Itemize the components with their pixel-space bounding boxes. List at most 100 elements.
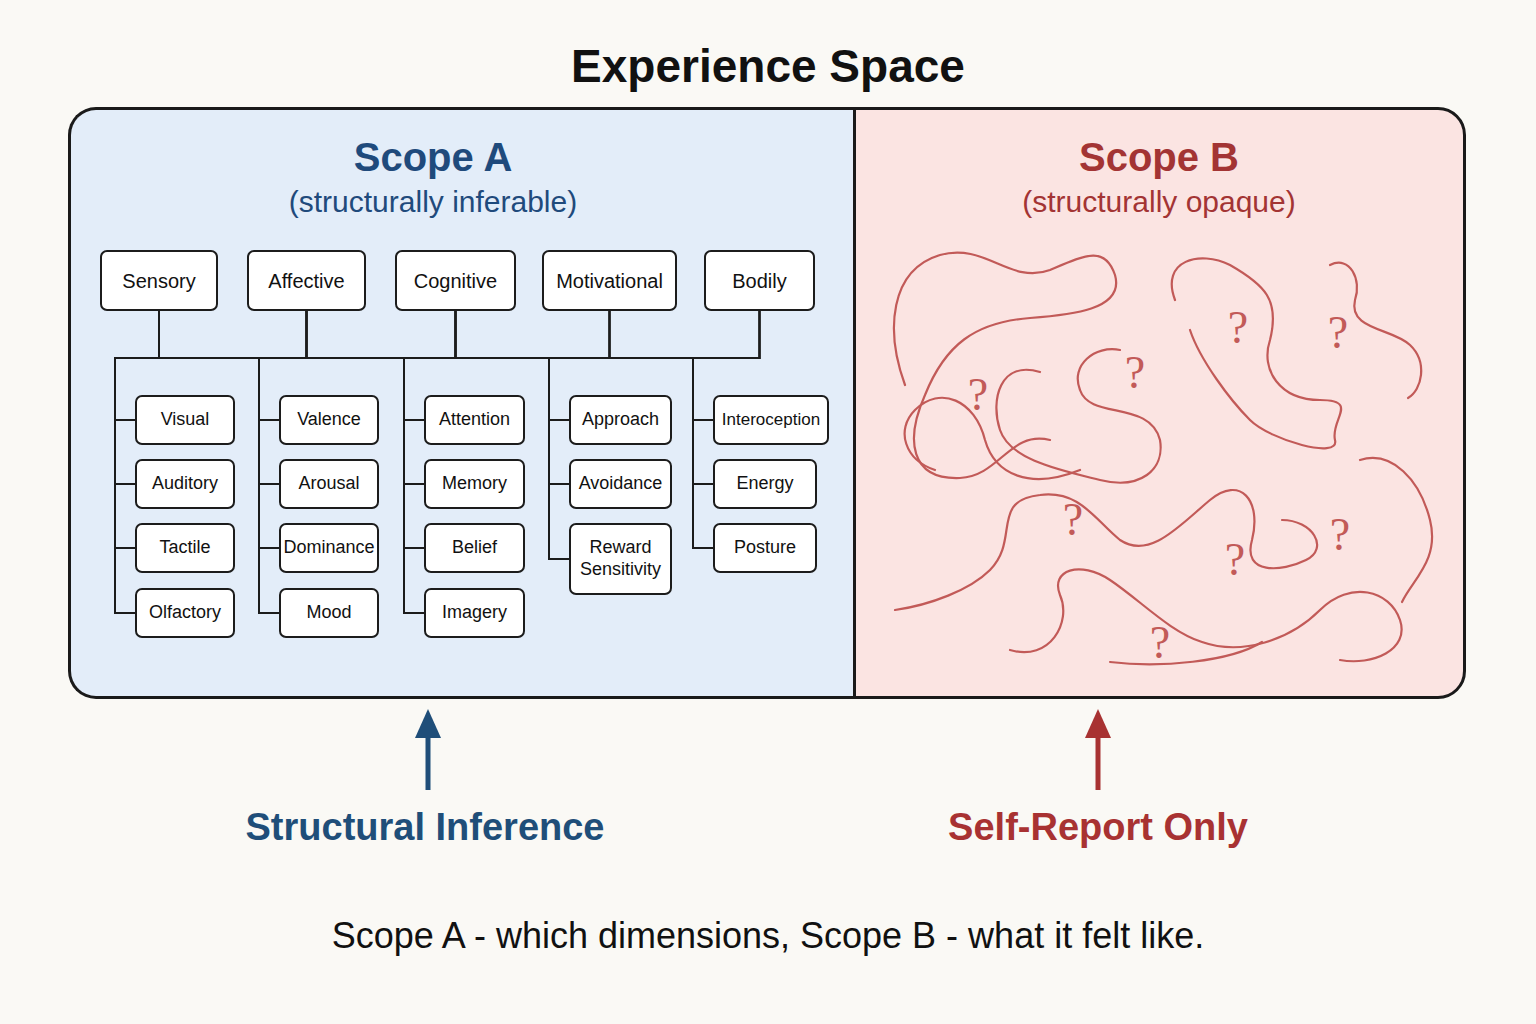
box-label: Arousal (298, 473, 359, 495)
tree-connector (549, 311, 610, 559)
question-mark: ? (823, 492, 1323, 548)
scope-subtitle: (structurally inferable) (203, 184, 663, 220)
dimension-box: Mood (279, 588, 379, 638)
dimension-box: Valence (279, 395, 379, 445)
tree-connector (259, 311, 307, 548)
question-mark: ? (1088, 305, 1536, 361)
dimension-box: Tactile (135, 523, 235, 573)
box-label: Reward Sensitivity (575, 537, 666, 580)
dimension-box: Posture (713, 523, 817, 573)
arrow-head (415, 709, 441, 738)
dimension-box: Memory (424, 459, 525, 509)
tree-connector (404, 311, 456, 484)
box-label: Avoidance (579, 473, 663, 495)
question-mark: ? (728, 367, 1228, 423)
box-label: Attention (439, 409, 510, 431)
squiggle (894, 253, 1116, 479)
category-box: Motivational (542, 250, 677, 311)
tree-connector (115, 311, 159, 420)
dimension-box: Attention (424, 395, 525, 445)
dimension-box: Auditory (135, 459, 235, 509)
tree-connector (549, 311, 610, 420)
box-label: Sensory (122, 269, 195, 293)
question-mark: ? (988, 300, 1488, 356)
tree-connector (259, 311, 307, 613)
box-label: Auditory (152, 473, 218, 495)
scope-heading: Scope B (929, 133, 1389, 181)
scope-panel: Scope A(structurally inferable) Sensory Af… (68, 107, 854, 699)
category-box: Sensory (100, 250, 218, 311)
box-label: Motivational (556, 269, 663, 293)
opaque-squiggles (894, 253, 1432, 665)
dimension-box: Imagery (424, 588, 525, 638)
squiggle (1172, 258, 1341, 448)
question-mark: ? (985, 532, 1485, 588)
box-label: Visual (161, 409, 210, 431)
tree-connector (259, 311, 307, 484)
arrow-shaft (1096, 734, 1101, 790)
dimension-box: Energy (713, 459, 817, 509)
box-label: Interoception (722, 410, 820, 430)
dimension-box: Interoception (713, 395, 829, 445)
category-box: Affective (247, 250, 366, 311)
dimension-box: Olfactory (135, 588, 235, 638)
tree-connector (115, 311, 159, 548)
squiggle (1360, 458, 1432, 602)
tree-connector (549, 311, 610, 484)
method-label: Self-Report Only (848, 802, 1348, 852)
dimension-box: Belief (424, 523, 525, 573)
question-mark: ? (910, 615, 1410, 671)
squiggle (1010, 569, 1402, 661)
dimension-box: Visual (135, 395, 235, 445)
bus-line (114, 357, 760, 359)
tree-connector (404, 311, 456, 548)
squiggle (1330, 263, 1421, 398)
dimension-box: Dominance (279, 523, 379, 573)
dimension-box: Avoidance (569, 459, 672, 509)
scope-subtitle: (structurally opaque) (929, 184, 1389, 220)
tree-connector (115, 311, 159, 613)
dimension-box: Arousal (279, 459, 379, 509)
box-label: Olfactory (149, 602, 221, 624)
dimension-box: Approach (569, 395, 672, 445)
tree-connector (115, 311, 159, 484)
box-label: Approach (582, 409, 659, 431)
box-label: Imagery (442, 602, 507, 624)
box-label: Posture (734, 537, 796, 559)
method-label: Structural Inference (175, 802, 675, 852)
question-mark: ? (1090, 507, 1536, 563)
diagram-caption: Scope A - which dimensions, Scope B - wh… (0, 912, 1536, 959)
scope-panel: Scope B(structurally opaque) (853, 107, 1466, 699)
box-label: Affective (268, 269, 344, 293)
squiggle (996, 349, 1160, 482)
scope-heading: Scope A (203, 133, 663, 181)
tree-connector (259, 311, 307, 420)
tree-connector (404, 311, 456, 613)
tree-connector (693, 311, 760, 484)
tree-connector (693, 311, 760, 420)
box-label: Cognitive (414, 269, 497, 293)
category-box: Bodily (704, 250, 815, 311)
squiggle (1110, 642, 1262, 664)
box-label: Tactile (159, 537, 210, 559)
box-label: Memory (442, 473, 507, 495)
box-label: Bodily (732, 269, 786, 293)
box-label: Dominance (283, 537, 374, 559)
squiggle (905, 398, 1080, 479)
box-label: Energy (736, 473, 793, 495)
arrow-shaft (426, 734, 431, 790)
box-label: Mood (306, 602, 351, 624)
question-mark: ? (885, 345, 1385, 401)
box-label: Belief (452, 537, 497, 559)
tree-connector (404, 311, 456, 420)
box-label: Valence (297, 409, 361, 431)
diagram-title: Experience Space (0, 36, 1536, 96)
squiggle (895, 490, 1317, 610)
edge-group (115, 311, 760, 613)
category-box: Cognitive (395, 250, 516, 311)
dimension-box: Reward Sensitivity (569, 523, 672, 595)
arrow-head (1085, 709, 1111, 738)
tree-connector (693, 311, 760, 548)
